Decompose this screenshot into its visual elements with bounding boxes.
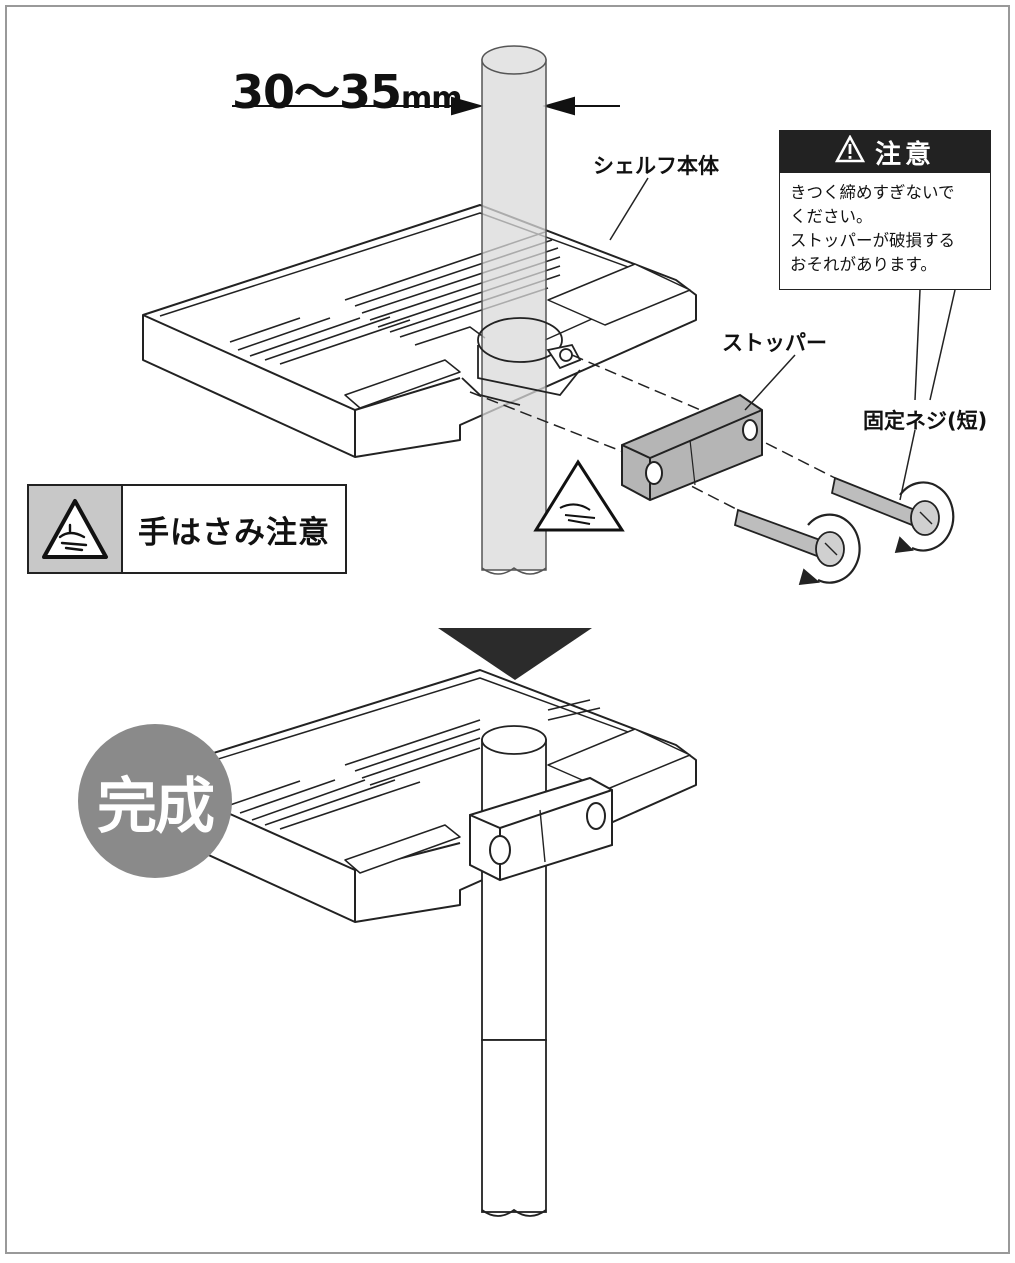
caution-header: 注意 xyxy=(780,131,990,173)
stopper-part xyxy=(621,393,763,502)
hand-pinch-icon xyxy=(42,499,108,559)
caution-line: きつく締めすぎないで xyxy=(790,183,955,202)
caution-line: おそれがあります。 xyxy=(790,255,937,274)
leader-lines xyxy=(609,177,956,501)
caution-line: ください。 xyxy=(790,207,873,226)
fixing-screw-upper xyxy=(830,476,955,554)
pinch-warning-text: 手はさみ注意 xyxy=(138,514,330,551)
down-arrow xyxy=(438,628,592,680)
dimension-label: 30〜35mm xyxy=(232,56,463,122)
pole-top xyxy=(481,45,547,575)
dimension-unit: mm xyxy=(401,81,463,116)
caution-line: ストッパーが破損する xyxy=(790,231,955,250)
clamp-ring-top xyxy=(461,317,582,406)
dimension-arrows xyxy=(232,96,620,116)
page-border xyxy=(5,5,1010,1254)
complete-badge: 完成 xyxy=(78,724,232,878)
shelf-slats-bottom xyxy=(229,699,601,830)
fixing-screw-lower xyxy=(733,508,861,586)
pinch-warning-icon-cell xyxy=(29,486,123,572)
pinch-hazard-icon-inline xyxy=(533,459,625,532)
label-stopper: ストッパー xyxy=(722,331,827,355)
warning-triangle-icon xyxy=(834,133,866,170)
stopper-assembled xyxy=(469,776,613,882)
dimension-value: 30〜35 xyxy=(232,65,402,119)
label-shelf-body: シェルフ本体 xyxy=(593,154,719,178)
caution-box: 注意 きつく締めすぎないで ください。 ストッパーが破損する おそれがあります。 xyxy=(779,130,991,290)
pole-bottom xyxy=(481,725,547,1217)
label-fixing-screw: 固定ネジ(短) xyxy=(863,409,988,433)
caution-title: 注意 xyxy=(874,139,935,170)
pinch-warning-box: 手はさみ注意 xyxy=(27,484,347,574)
caution-text: きつく締めすぎないで ください。 ストッパーが破損する おそれがあります。 xyxy=(780,173,990,277)
